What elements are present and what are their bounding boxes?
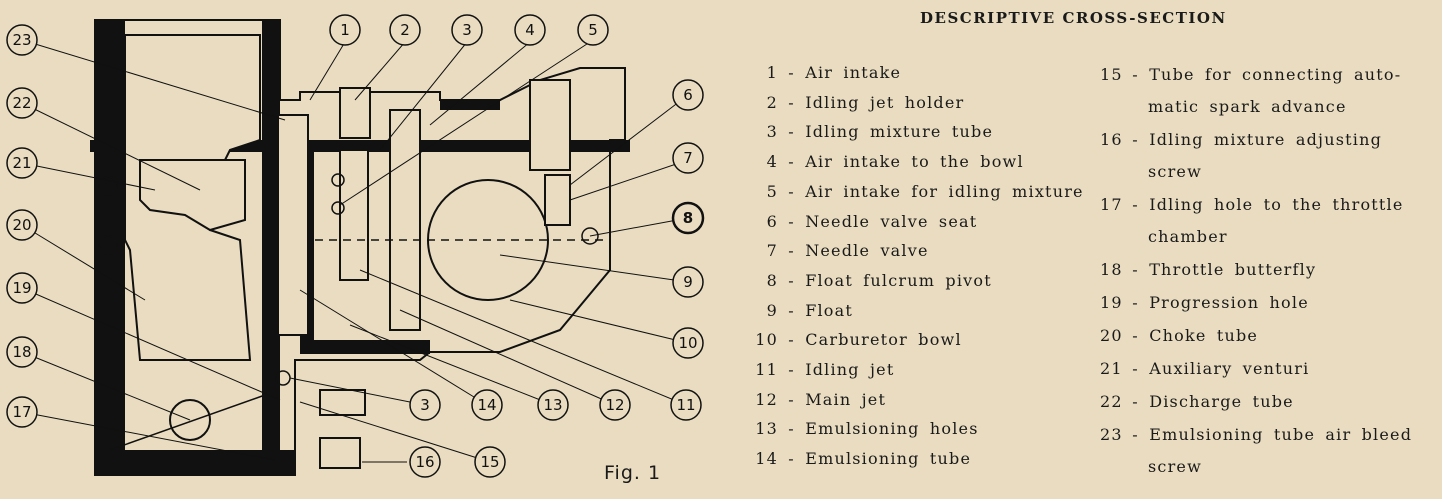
legend-item: 14 - Emulsioning tube [755, 449, 972, 469]
legend-item: 6 - Needle valve seat [766, 211, 978, 231]
callout-label-11: 11 [676, 396, 695, 414]
callout-22 [6, 87, 38, 119]
callout-label-20: 20 [12, 216, 31, 234]
screw-head-21 [98, 176, 118, 196]
needle-valve-shape [544, 174, 571, 226]
carburetor-cross-section-diagram: 1 2 3 4 5 6 7 8 9 10 11 12 13 14 3 15 16… [6, 14, 705, 478]
callout-20 [6, 209, 38, 241]
main-jet-tube [389, 109, 421, 331]
legend-item: 8 - Float fulcrum pivot [766, 270, 992, 290]
legend-item: 18 - Throttle butterfly [1100, 260, 1317, 279]
callout-1 [329, 14, 361, 46]
callout-8 [671, 201, 705, 235]
callout-3 [451, 14, 483, 46]
legend-item: 12 - Main jet [755, 389, 887, 409]
legend-item: 10 - Carburetor bowl [755, 330, 962, 350]
legend-item: 9 - Float [766, 300, 854, 320]
legend-item: 3 - Idling mixture tube [766, 122, 994, 142]
callout-label-16: 16 [415, 453, 434, 471]
adjusting-screw-shape [319, 437, 361, 469]
emulsion-tube-shape [277, 114, 309, 336]
legend-item: 7 - Needle valve [766, 241, 929, 261]
legend-item: 19 - Progression hole [1100, 293, 1309, 312]
callout-label-4: 4 [525, 21, 535, 39]
callout-19 [6, 272, 38, 304]
legend-title: DESCRIPTIVE CROSS-SECTION [920, 9, 1227, 27]
legend-item: 2 - Idling jet holder [766, 92, 965, 112]
callout-label-19: 19 [12, 279, 31, 297]
callout-label-22: 22 [12, 94, 31, 112]
legend-item: 13 - Emulsioning holes [755, 419, 979, 439]
legend-item: 11 - Idling jet [755, 360, 895, 380]
callout-4 [514, 14, 546, 46]
callout-18 [6, 336, 38, 368]
callout-3b [409, 389, 441, 421]
callout-label-8: 8 [683, 209, 693, 227]
callout-14 [471, 389, 503, 421]
callout-label-3: 3 [462, 21, 472, 39]
callout-label-9: 9 [683, 273, 693, 291]
callout-label-21: 21 [12, 154, 31, 172]
callout-9 [672, 266, 704, 298]
figure-label: Fig. 1 [604, 462, 662, 484]
auxiliary-venturi-shape [139, 159, 246, 232]
legend-item: 4 - Air intake to the bowl [766, 152, 1024, 172]
advance-tube-shape [319, 389, 366, 416]
callout-label-17: 17 [12, 403, 31, 421]
callout-label-23: 23 [12, 31, 31, 49]
callout-label-12: 12 [605, 396, 624, 414]
legend-item: 20 - Choke tube [1100, 326, 1259, 345]
idling-jet-tube [339, 149, 369, 281]
callout-23 [6, 24, 38, 56]
callout-12 [599, 389, 631, 421]
callout-10 [672, 327, 704, 359]
legend-item: 1 - Air intake [766, 63, 902, 82]
callout-label-5: 5 [588, 21, 598, 39]
callout-11 [670, 389, 702, 421]
legend-column-left: 1 - Air intake 2 - Idling jet holder 3 -… [748, 58, 1088, 474]
callout-label-6: 6 [683, 86, 693, 104]
callout-label-14: 14 [477, 396, 496, 414]
legend-item: 5 - Air intake for idling mixture [766, 181, 1084, 201]
callout-7 [672, 142, 704, 174]
legend-item: 21 - Auxiliary venturi [1100, 359, 1310, 378]
callout-label-7: 7 [683, 149, 693, 167]
legend-item: 15 - Tube for connecting auto-matic spar… [1100, 65, 1402, 116]
idling-jet-holder-shape [339, 87, 371, 139]
callout-15 [474, 446, 506, 478]
needle-seat-shape [529, 79, 571, 171]
callout-label-2: 2 [400, 21, 410, 39]
legend-item: 22 - Discharge tube [1100, 392, 1294, 411]
callout-17 [6, 396, 38, 428]
callout-21 [6, 147, 38, 179]
callout-label-3b: 3 [420, 396, 430, 414]
callout-label-15: 15 [480, 453, 499, 471]
callout-label-10: 10 [678, 334, 697, 352]
bottom-plate [95, 450, 295, 475]
callout-16 [409, 446, 441, 478]
callout-label-13: 13 [543, 396, 562, 414]
callout-2 [389, 14, 421, 46]
callout-label-1: 1 [340, 21, 350, 39]
callout-5 [577, 14, 609, 46]
float-chamber-top [440, 100, 500, 110]
callout-6 [672, 79, 704, 111]
carburetor-body [94, 19, 626, 476]
callout-13 [537, 389, 569, 421]
bowl-floor [300, 340, 430, 354]
callout-label-18: 18 [12, 343, 31, 361]
screw-head-20 [98, 235, 118, 255]
legend-column-right: 15 - Tube for connecting auto-matic spar… [1100, 58, 1430, 483]
inner-wall [262, 20, 280, 475]
throttle-line [109, 394, 266, 451]
